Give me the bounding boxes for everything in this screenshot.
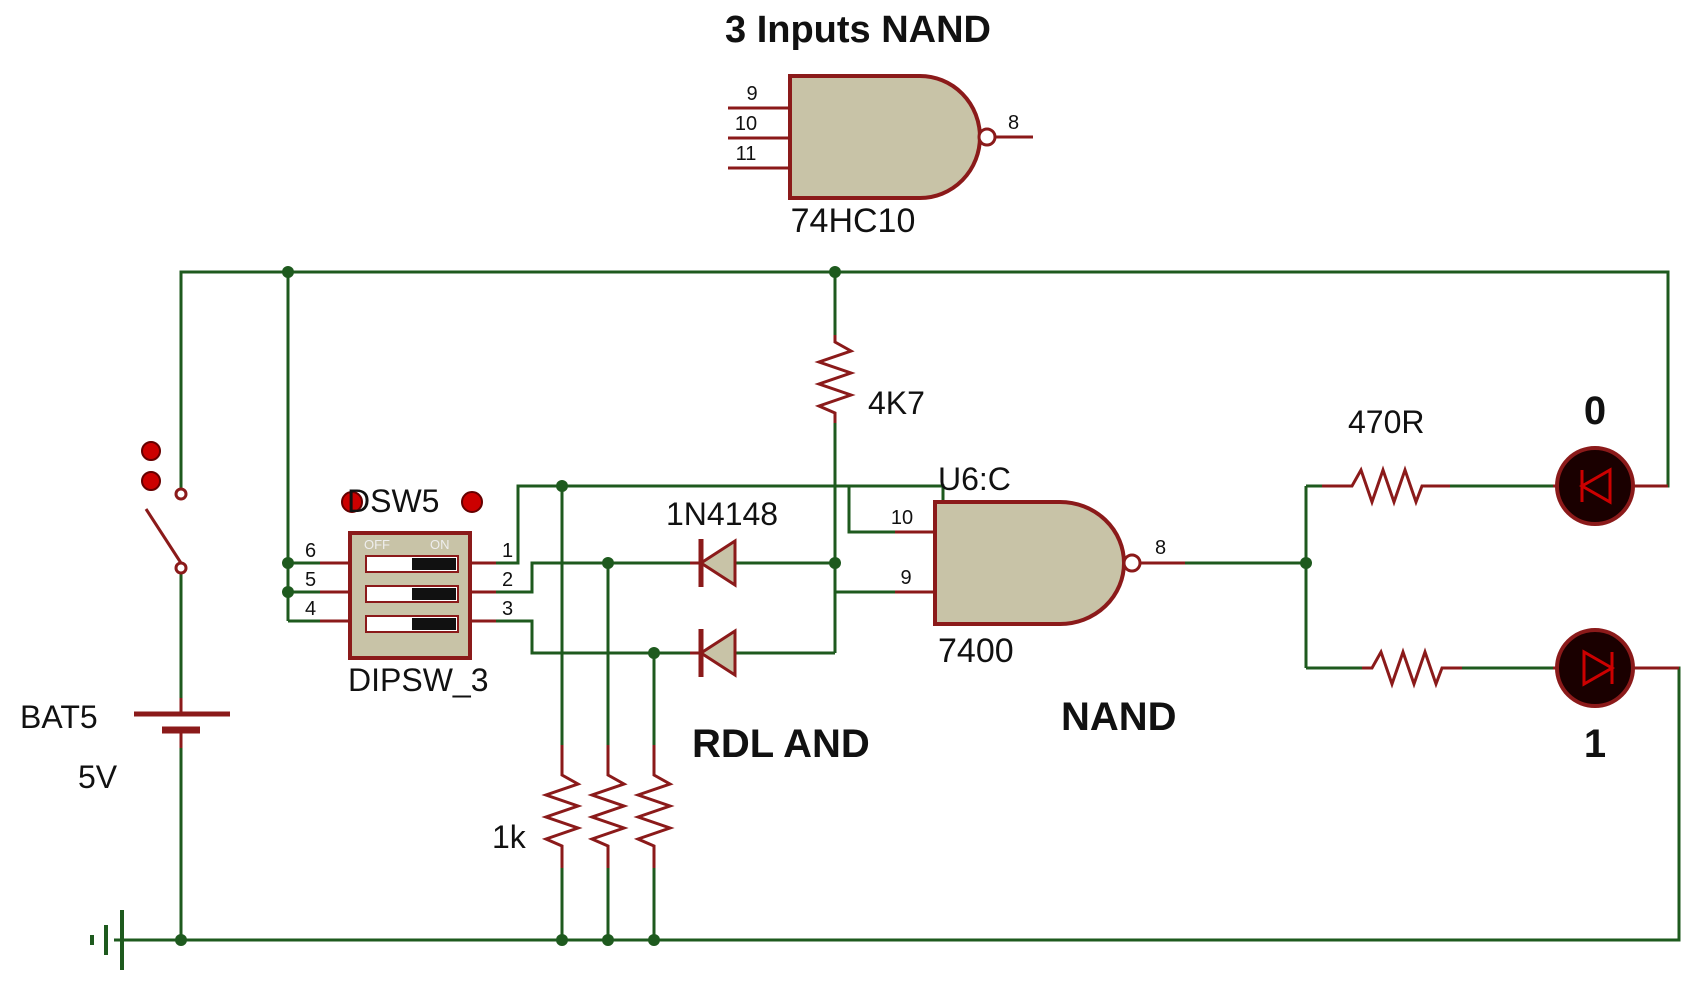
diode-2 xyxy=(690,628,737,678)
battery-value: 5V xyxy=(78,759,118,795)
led-top xyxy=(1553,446,1668,526)
nand-label: NAND xyxy=(1061,695,1177,739)
dipsw-pin-3: 3 xyxy=(502,598,513,620)
toggle-switch xyxy=(141,441,188,575)
nand3-pin-8: 8 xyxy=(1008,112,1019,134)
junctions xyxy=(175,266,1312,946)
battery xyxy=(134,698,230,748)
rdl-and-label: RDL AND xyxy=(692,722,870,766)
dipsw-pin-2: 2 xyxy=(502,569,513,591)
dipsw-pin-5: 5 xyxy=(305,569,316,591)
nand2-part: 7400 xyxy=(938,632,1014,670)
resistor-470r-bottom xyxy=(1362,647,1462,689)
resistor-470r-label: 470R xyxy=(1348,404,1425,440)
diagram-title: 3 Inputs NAND xyxy=(725,9,991,51)
nand3-pin-11: 11 xyxy=(736,143,757,165)
pulldown-resistors xyxy=(541,745,675,868)
nand2-ref: U6:C xyxy=(938,461,1011,497)
resistor-470r-top xyxy=(1322,465,1450,507)
nand3-pin-10: 10 xyxy=(735,113,757,135)
dipsw-off-label: OFF xyxy=(364,537,390,552)
led-bottom xyxy=(1553,628,1679,708)
dipsw-on-label: ON xyxy=(430,537,450,552)
dipsw-pin-4: 4 xyxy=(305,598,316,620)
dipsw-ref: DSW5 xyxy=(347,483,439,519)
nand3-part: 74HC10 xyxy=(791,202,916,240)
nand2-pin-8: 8 xyxy=(1155,537,1166,559)
nand2-pin-9: 9 xyxy=(900,567,911,589)
led-bottom-label: 1 xyxy=(1584,722,1606,766)
diode-1 xyxy=(690,538,737,588)
nand3-pin-9: 9 xyxy=(746,83,757,105)
dip-switch xyxy=(320,491,496,660)
dipsw-pin-6: 6 xyxy=(305,540,316,562)
resistor-4k7 xyxy=(814,335,856,423)
battery-ref: BAT5 xyxy=(20,699,98,735)
diode-label: 1N4148 xyxy=(666,496,778,532)
nand2-pin-10: 10 xyxy=(891,507,913,529)
led-top-label: 0 xyxy=(1584,389,1606,433)
nand3-gate xyxy=(728,74,1033,200)
dipsw-pin-1: 1 xyxy=(502,540,513,562)
resistor-4k7-label: 4K7 xyxy=(868,385,925,421)
resistor-1k-label: 1k xyxy=(492,819,527,855)
dipsw-part: DIPSW_3 xyxy=(348,662,488,698)
ground-symbol xyxy=(90,910,124,970)
nand2-gate xyxy=(895,500,1185,626)
